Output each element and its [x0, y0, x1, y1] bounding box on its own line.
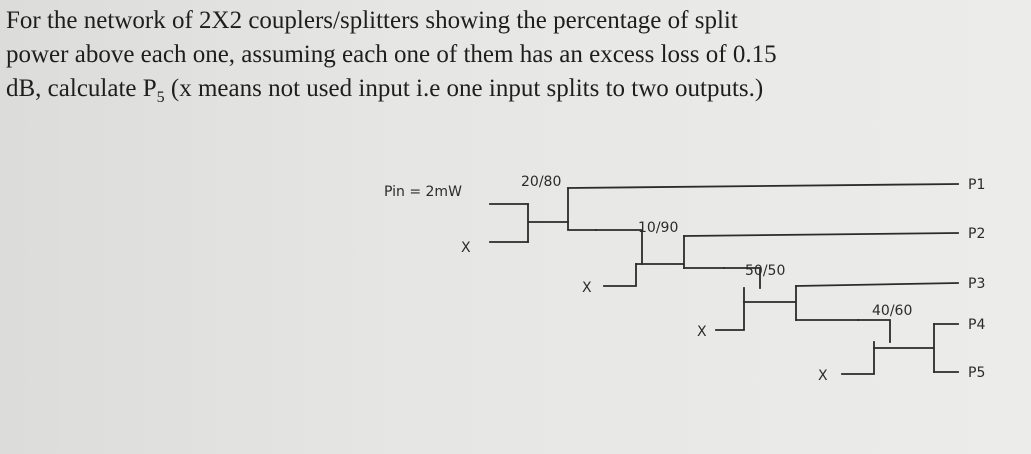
unused-input-label-1: X: [461, 240, 471, 256]
coupler-1-ratio: 20/80: [521, 174, 561, 190]
problem-statement: For the network of 2X2 couplers/splitter…: [6, 4, 1016, 115]
coupler-2-shape: [635, 235, 685, 269]
problem-line-3-start: dB, calculate P: [6, 75, 157, 102]
problem-line-2: power above each one, assuming each one …: [6, 41, 777, 68]
unused-input-label-3: X: [697, 324, 707, 340]
output-label-p2: P2: [968, 226, 985, 242]
coupler-3-shape: [743, 285, 797, 321]
coupler-2-input: [595, 229, 643, 265]
input-power-label: Pin = 2mW: [384, 184, 462, 200]
coupler-3-ratio: 50/50: [745, 263, 785, 279]
output-p1-wire: [567, 183, 959, 189]
coupler-4-input: [857, 319, 891, 343]
problem-subscript-5: 5: [156, 89, 165, 106]
problem-line-1: For the network of 2X2 couplers/splitter…: [6, 7, 738, 34]
unused-input-wire-3: [715, 287, 745, 331]
output-p2-wire: [683, 232, 959, 237]
coupler-3-input: [723, 267, 761, 289]
unused-input-wire-2: [603, 263, 637, 287]
coupler-1: 20/80 Pin = 2mW X: [384, 174, 959, 256]
problem-line-3: dB, calculate P5 (x means not used input…: [6, 72, 1016, 115]
output-label-p5: P5: [968, 365, 985, 381]
coupler-1-lower-output: [567, 221, 597, 231]
output-label-p4: P4: [968, 317, 985, 333]
coupler-2: 10/90 X: [582, 220, 959, 296]
coupler-1-shape: [527, 187, 569, 243]
unused-input-label-2: X: [582, 280, 592, 296]
coupler-4: 40/60 X: [818, 303, 959, 384]
unused-input-wire-4: [841, 341, 875, 375]
output-label-p1: P1: [968, 177, 985, 193]
coupler-2-ratio: 10/90: [638, 220, 678, 236]
coupler-3: 50/50 X: [697, 263, 959, 340]
unused-input-label-4: X: [818, 368, 828, 384]
output-p3-wire: [795, 282, 959, 287]
problem-line-3-end: (x means not used input i.e one input sp…: [164, 75, 764, 102]
coupler-4-ratio: 40/60: [872, 303, 912, 319]
coupler-4-shape: [873, 323, 935, 373]
output-label-p3: P3: [968, 276, 985, 292]
